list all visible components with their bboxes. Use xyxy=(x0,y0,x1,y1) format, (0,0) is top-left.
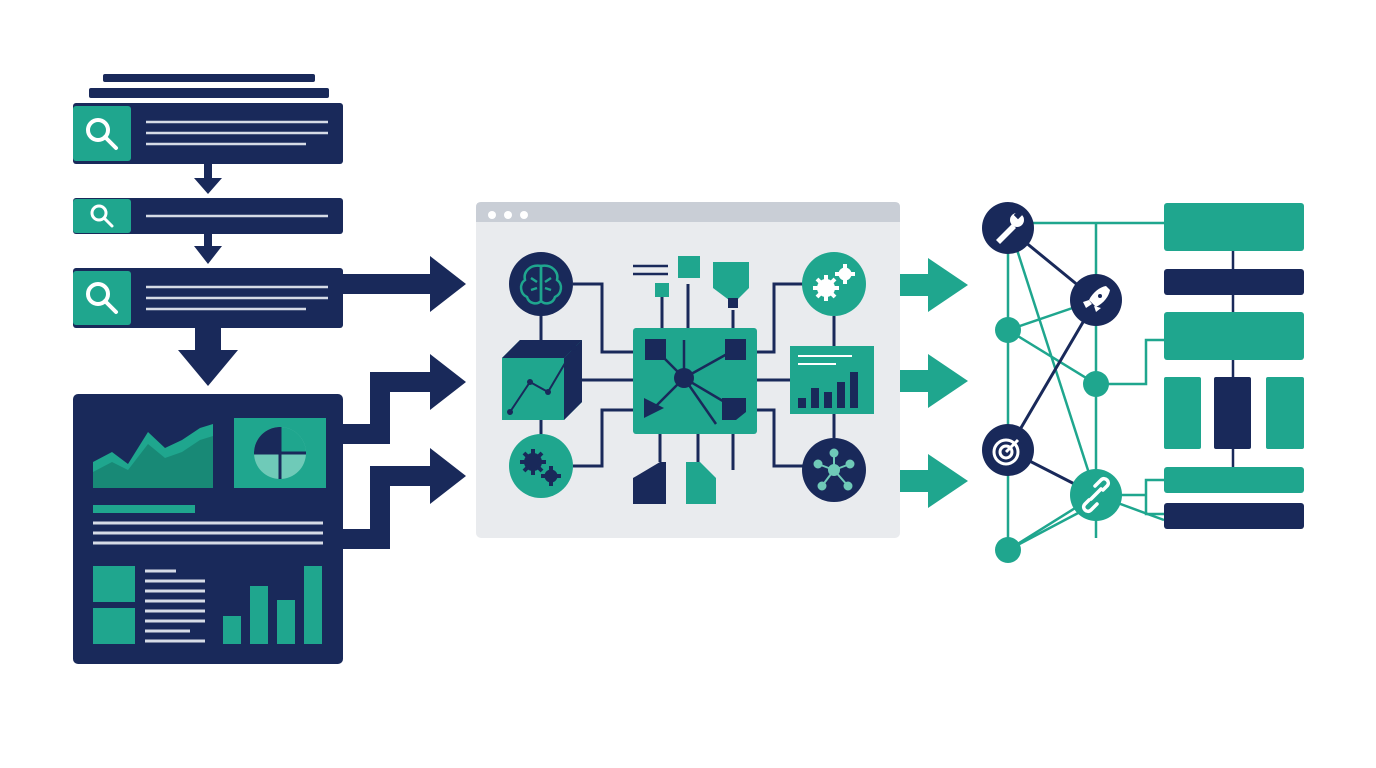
processing-window xyxy=(476,202,900,538)
gears-icon xyxy=(813,264,855,301)
structure-block xyxy=(1164,203,1304,251)
search-icon xyxy=(90,204,114,228)
query-bar-3 xyxy=(73,268,343,328)
text-lines-icon xyxy=(633,264,668,276)
search-stage xyxy=(73,74,343,664)
brain-node xyxy=(509,252,573,316)
structure-blocks xyxy=(1164,203,1304,529)
network-icon xyxy=(813,448,855,491)
network-dots xyxy=(995,317,1109,563)
gears-node-left xyxy=(509,434,573,498)
search-icon xyxy=(86,118,118,150)
wrench-node xyxy=(982,202,1034,254)
structure-block xyxy=(1164,503,1304,529)
brain-icon xyxy=(519,264,563,305)
chip-square xyxy=(678,256,700,278)
down-arrow xyxy=(194,234,222,264)
window-dots xyxy=(488,211,528,219)
output-network xyxy=(982,202,1165,563)
query-bar-2 xyxy=(73,198,343,234)
stack-layer-back xyxy=(103,74,315,82)
funnel-icon xyxy=(713,262,749,300)
link-node xyxy=(1070,469,1122,521)
structure-block xyxy=(1164,312,1304,360)
output-arrows xyxy=(900,258,968,508)
structure-block xyxy=(1266,377,1304,449)
rocket-icon xyxy=(1083,286,1110,312)
gears-node-right xyxy=(802,252,866,316)
structure-block xyxy=(1164,467,1304,493)
wrench-icon xyxy=(996,210,1024,244)
chip-square xyxy=(655,283,669,297)
network-node xyxy=(802,438,866,502)
report-document xyxy=(73,394,343,664)
3d-cube-graph-icon xyxy=(502,340,582,420)
image-tile xyxy=(93,566,135,602)
chip-shape xyxy=(633,462,666,504)
central-processor xyxy=(633,328,757,434)
query-bar-1 xyxy=(73,103,343,164)
rocket-node xyxy=(1070,274,1122,326)
image-tile xyxy=(93,608,135,644)
input-arrows xyxy=(343,256,466,549)
gears-icon xyxy=(520,449,561,486)
down-arrow xyxy=(194,164,222,194)
bar-chart-panel xyxy=(790,346,874,414)
target-node xyxy=(982,424,1034,476)
target-icon xyxy=(992,438,1020,466)
structure-block xyxy=(1164,269,1304,295)
area-chart-icon xyxy=(93,418,213,488)
bar-chart-icon xyxy=(223,566,322,644)
stack-layer-middle xyxy=(89,88,329,98)
search-icon xyxy=(86,282,118,314)
structure-block xyxy=(1214,377,1251,449)
down-arrow-large xyxy=(178,328,238,386)
circuit-wires xyxy=(539,282,836,470)
link-icon xyxy=(1081,476,1111,514)
structure-block xyxy=(1164,377,1201,449)
pie-chart-icon xyxy=(234,418,326,488)
chip-shape xyxy=(686,462,716,504)
bar-chart-icon xyxy=(798,372,858,408)
